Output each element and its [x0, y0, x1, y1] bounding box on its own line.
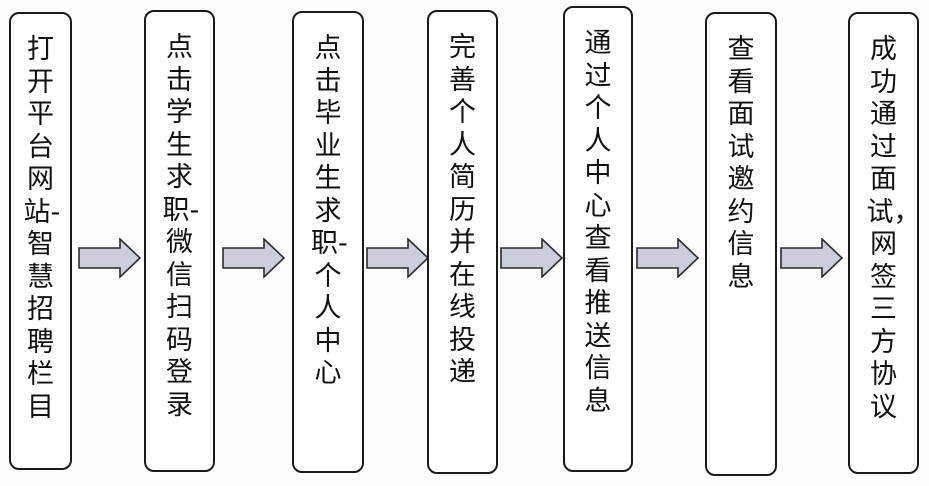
step-label-5: 通过个人中心查看推送信息 [584, 28, 612, 417]
step-box-3: 点击毕业生求职-个人中心 [292, 11, 364, 473]
step-box-7: 成功通过面试，网签三方协议 [848, 12, 921, 474]
right-arrow-icon [222, 238, 286, 278]
step-label-7: 成功通过面试，网签三方协议 [866, 34, 921, 423]
step-box-2: 点击学生求职-微信扫码登录 [144, 10, 215, 472]
step-label-6: 查看面试邀约信息 [727, 34, 755, 293]
step-label-3: 点击毕业生求职-个人中心 [311, 33, 348, 389]
right-arrow-icon [500, 238, 564, 278]
step-box-1: 打开平台网站-智慧招聘栏目 [9, 12, 72, 470]
step-label-2: 点击学生求职-微信扫码登录 [162, 32, 200, 421]
step-box-5: 通过个人中心查看推送信息 [563, 6, 633, 472]
right-arrow-icon [78, 238, 142, 278]
step-label-4: 完善个人简历并在线投递 [449, 32, 476, 388]
step-box-6: 查看面试邀约信息 [705, 12, 777, 476]
step-box-4: 完善个人简历并在线投递 [427, 10, 498, 474]
right-arrow-icon [366, 238, 430, 278]
right-arrow-icon [636, 238, 700, 278]
right-arrow-icon [780, 238, 844, 278]
step-label-1: 打开平台网站-智慧招聘栏目 [23, 34, 61, 423]
